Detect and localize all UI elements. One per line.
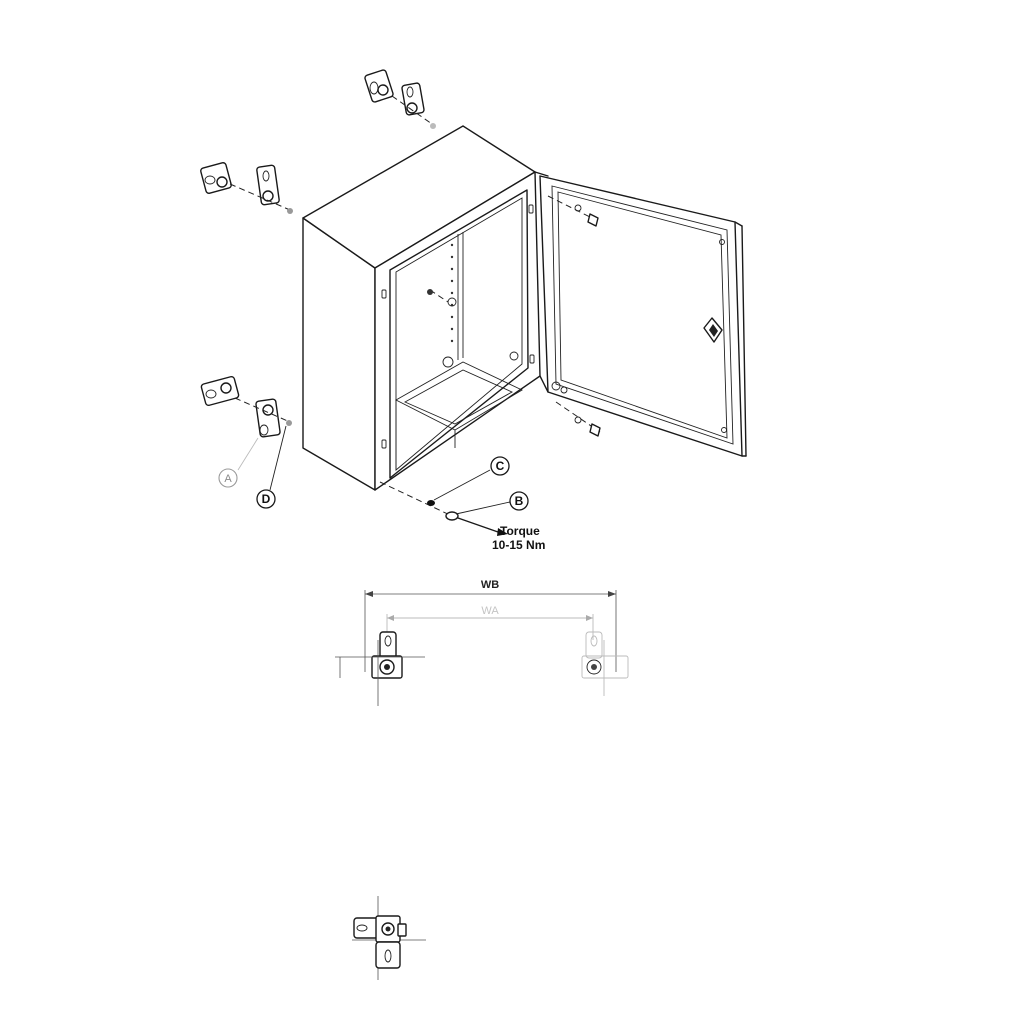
dimension-view: WB WA [335, 579, 629, 706]
callout-d-label: D [262, 492, 271, 506]
door-lock-icon [703, 317, 723, 343]
front-bottom-screw [379, 481, 508, 536]
wall-bracket-top-right [364, 69, 436, 129]
callout-b: B [455, 491, 529, 515]
callout-c: C [433, 456, 510, 501]
door-screws [427, 195, 601, 437]
wall-bracket-top-left [200, 162, 293, 214]
frame-slots [381, 204, 535, 449]
callout-b-label: B [515, 494, 524, 508]
wall-bracket-bottom-left [200, 375, 292, 438]
torque-value: 10-15 Nm [492, 538, 545, 552]
callout-a-label: A [224, 473, 232, 485]
bracket-plan-right [581, 631, 629, 696]
enclosure-door [539, 175, 747, 457]
dimension-wb-label: WB [481, 579, 499, 591]
dimension-wa-label: WA [481, 605, 499, 617]
bracket-plan-left [335, 631, 425, 706]
callout-d: D [256, 425, 287, 509]
enclosure-body [302, 125, 549, 491]
torque-label: Torque [500, 524, 540, 538]
bracket-detail-view [352, 896, 426, 980]
callout-a: A [218, 437, 259, 488]
torque-note: Torque 10-15 Nm [492, 524, 545, 552]
callout-c-label: C [496, 459, 505, 473]
